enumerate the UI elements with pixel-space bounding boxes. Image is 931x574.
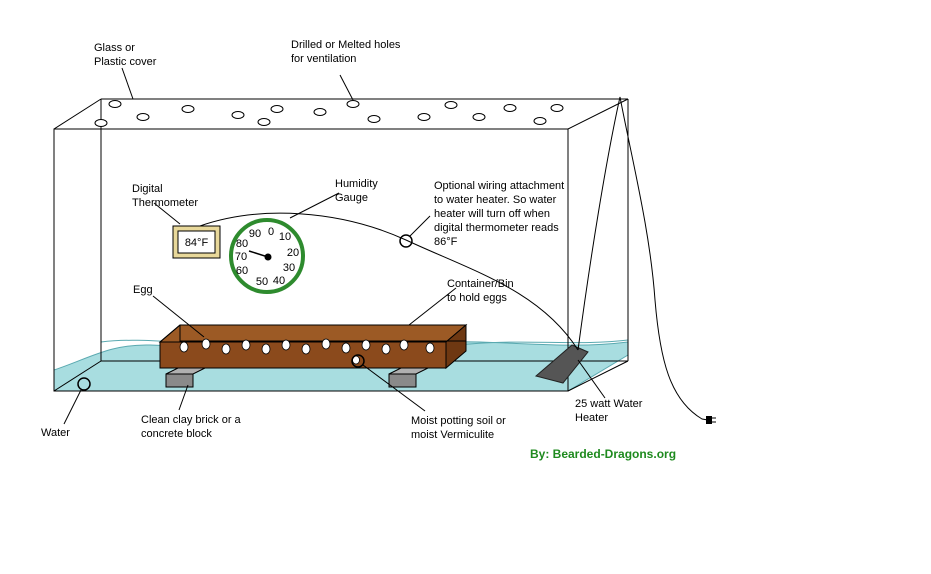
hole: [417, 113, 431, 121]
power-cord: [577, 96, 709, 421]
egg: [241, 339, 251, 351]
hole: [533, 117, 547, 125]
svg-text:40: 40: [273, 275, 285, 287]
svg-text:30: 30: [283, 262, 295, 274]
egg-container: [158, 323, 468, 370]
egg: [281, 339, 291, 351]
thermometer-reading: 84°F: [185, 237, 209, 249]
egg: [179, 341, 189, 353]
digital-thermometer: 84°F: [172, 225, 221, 259]
credit-text: By: Bearded-Dragons.org: [530, 447, 676, 461]
svg-text:90: 90: [249, 228, 261, 240]
soil-marker: [351, 354, 365, 368]
ventilation-holes: [94, 100, 564, 127]
egg: [399, 339, 409, 351]
hole: [503, 104, 517, 112]
label-water: Water: [41, 427, 70, 439]
hole: [94, 119, 108, 127]
eggs: [179, 338, 435, 365]
hole: [367, 115, 381, 123]
soil-side: [445, 323, 467, 370]
humidity-gauge: 90 0 10 80 20 70 30 60 50 40: [229, 218, 305, 294]
svg-text:50: 50: [256, 276, 268, 288]
svg-text:60: 60: [236, 265, 248, 277]
svg-text:10: 10: [279, 231, 291, 243]
svg-text:20: 20: [287, 247, 299, 259]
label-egg: Egg: [133, 284, 153, 296]
water-marker: [77, 377, 91, 391]
egg: [261, 343, 271, 355]
leader-lines: [63, 67, 606, 425]
hole: [472, 113, 486, 121]
hole: [231, 111, 245, 119]
egg: [381, 343, 391, 355]
egg: [201, 338, 211, 350]
hole: [181, 105, 195, 113]
water-heater: [534, 344, 589, 384]
hole: [270, 105, 284, 113]
hole: [108, 100, 122, 108]
hole: [550, 104, 564, 112]
brick-left-face: [165, 373, 194, 388]
hole: [346, 100, 360, 108]
svg-text:0: 0: [268, 226, 274, 238]
egg: [361, 339, 371, 351]
wiring-attachment-marker: [399, 234, 413, 248]
egg: [341, 342, 351, 354]
egg: [221, 343, 231, 355]
tank-front-face: [53, 128, 569, 392]
hole: [136, 113, 150, 121]
hole: [313, 108, 327, 116]
hole: [444, 101, 458, 109]
svg-text:70: 70: [235, 251, 247, 263]
egg: [321, 338, 331, 350]
hole: [257, 118, 271, 126]
wiring-cable: [199, 212, 579, 351]
egg: [425, 342, 435, 354]
brick-right-face: [388, 373, 417, 388]
plug-icon: [706, 416, 712, 424]
egg: [301, 343, 311, 355]
svg-text:80: 80: [236, 238, 248, 250]
label-wiring: Optional wiring attachment to water heat…: [434, 180, 567, 248]
